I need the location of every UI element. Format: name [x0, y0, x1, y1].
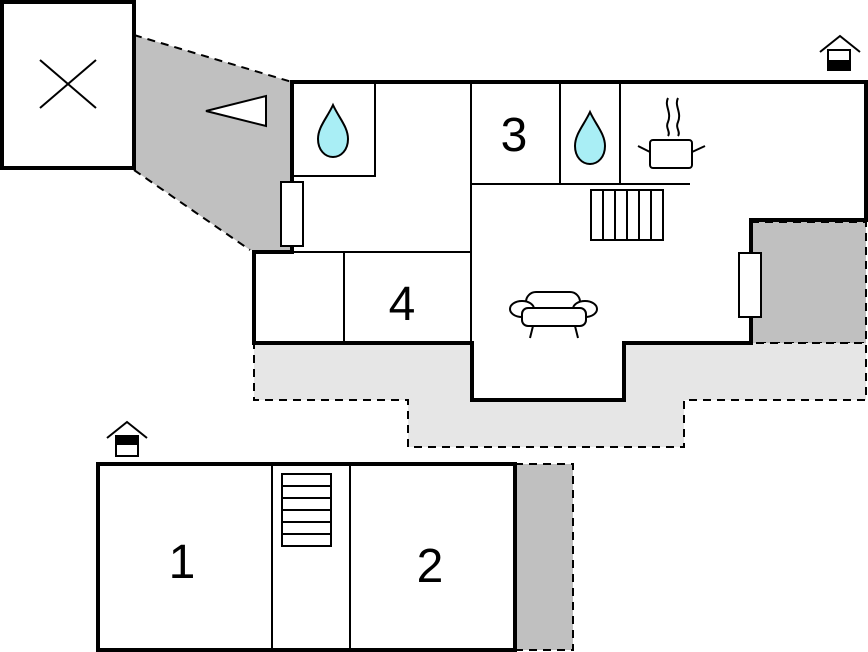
room-number-1: 1 — [169, 536, 196, 589]
direction-triangle-icon — [205, 94, 267, 128]
house-icon — [106, 420, 148, 457]
excluded-area-x-icon — [39, 59, 97, 109]
terrace-lower-light — [253, 342, 867, 448]
water-drop-icon — [573, 109, 607, 166]
cooking-pot-icon — [637, 97, 706, 169]
sofa-icon — [509, 291, 598, 339]
house-icon — [819, 34, 861, 71]
terrace-lower-right — [514, 463, 574, 651]
room-number-2: 2 — [417, 540, 444, 593]
radiator-icon — [590, 189, 664, 241]
room-number-3: 3 — [501, 109, 528, 162]
terrace-upper-left — [134, 35, 292, 250]
terrace-right — [750, 221, 867, 344]
window-icon — [738, 252, 762, 318]
room-number-4: 4 — [389, 278, 416, 331]
terrace-edge — [133, 169, 251, 251]
interior-walls — [254, 82, 690, 343]
stairs-icon — [281, 473, 332, 547]
interior-walls — [271, 464, 351, 650]
window-icon — [280, 181, 304, 247]
water-drop-icon — [316, 102, 350, 159]
